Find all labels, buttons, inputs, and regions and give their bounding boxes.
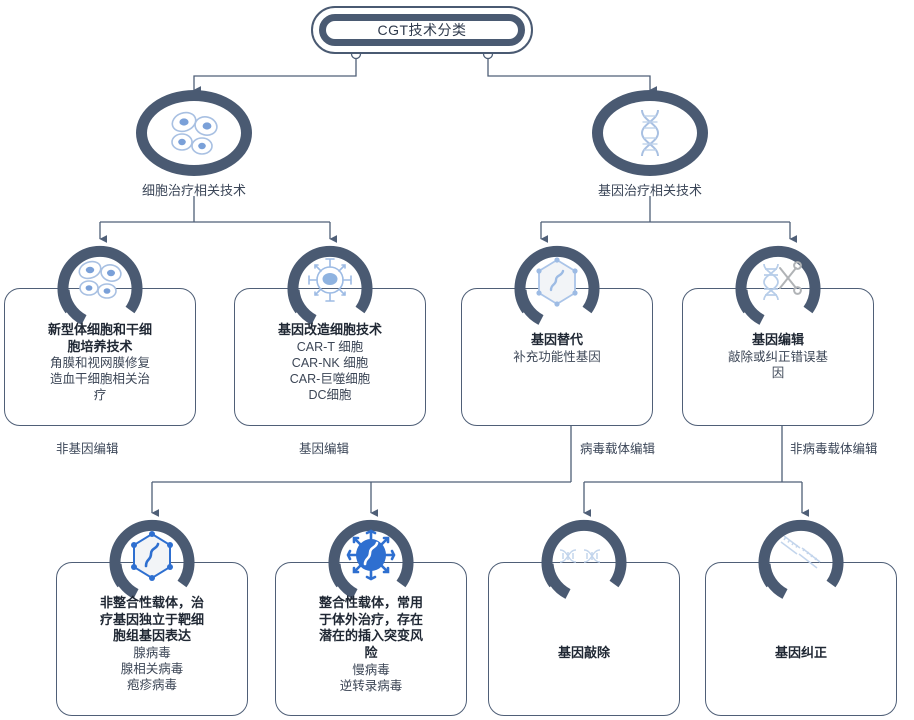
card-icon-badge (538, 514, 630, 606)
card-sub-line: 敲除或纠正错误基 (727, 349, 828, 364)
card-engineered-cell-tech[interactable] (234, 288, 426, 426)
card-icon-badge (325, 514, 417, 606)
card-sub-line: 逆转录病毒 (339, 678, 403, 693)
broken-ring-icon (287, 245, 373, 325)
edge-label-non-viral-vector: 非病毒载体编辑 (790, 442, 878, 456)
level1-label-gene: 基因治疗相关技术 (597, 183, 702, 198)
root-node-inner-border (319, 14, 525, 46)
card-icon-badge (54, 240, 146, 332)
level1-node-cell[interactable] (136, 90, 252, 176)
card-title-line: 险 (364, 644, 378, 660)
broken-ring-icon (541, 519, 627, 599)
card-title-line: 于体外治疗，存在 (318, 611, 423, 627)
level1-node-gene[interactable] (592, 90, 708, 176)
card-sub-line: 腺病毒 (133, 645, 171, 660)
card-title-line: 疗基因独立于靶细 (99, 611, 204, 627)
broken-ring-icon (57, 245, 143, 325)
card-sub-line: 角膜和视网膜修复 (49, 356, 150, 371)
card-title-line: 新型体细胞和干细 (47, 322, 152, 337)
card-somatic-stem-cell-culture[interactable] (4, 288, 196, 426)
hexagon-vector-blue-icon (131, 531, 173, 581)
dna-ladder-icon (780, 535, 821, 569)
edge-label-gene-editing: 基因编辑 (299, 442, 350, 456)
card-title-line: 非整合性载体，治 (99, 595, 204, 610)
card-title-line: 基因纠正 (774, 645, 827, 660)
card-integrating-vector[interactable] (275, 562, 467, 716)
edge-label-non-gene-editing: 非基因编辑 (56, 442, 119, 456)
card-sub-line: DC细胞 (308, 387, 352, 402)
card-icon-badge (732, 240, 824, 332)
broken-ring-icon (514, 245, 600, 325)
card-non-integrating-vector[interactable] (56, 562, 248, 716)
card-title-line: 潜在的插入突变风 (318, 628, 423, 644)
card-sub-line: 因 (771, 365, 785, 380)
card-sub-line: 疱疹病毒 (126, 677, 177, 692)
card-icon-badge (511, 240, 603, 332)
card-title-line: 整合性载体，常用 (318, 595, 423, 610)
virus-cell-spikes-icon (308, 258, 352, 302)
card-title-line: 基因改造细胞技术 (277, 322, 382, 337)
dna-strands-icon (559, 549, 601, 563)
card-sub-line: 腺相关病毒 (120, 661, 184, 676)
card-icon-badge (284, 240, 376, 332)
dna-scissors-icon (763, 261, 802, 301)
virus-solid-blue-icon (346, 529, 396, 581)
card-sub-line: 造血干细胞相关治 (49, 372, 150, 387)
card-gene-knockout[interactable] (488, 562, 680, 716)
card-title-line: 基因编辑 (751, 332, 804, 347)
cell-cluster-icon (78, 260, 122, 299)
broken-ring-icon (735, 245, 821, 325)
root-node-label: CGT技术分类 (377, 22, 467, 38)
hexagon-vector-icon (536, 257, 578, 307)
card-sub-line: 疗 (93, 388, 107, 403)
card-title-line: 基因敲除 (557, 645, 610, 660)
card-sub-line: 补充功能性基因 (513, 349, 601, 364)
cell-cluster-icon (171, 111, 218, 155)
card-sub-line: CAR-T 细胞 (296, 339, 364, 354)
oval-ring (136, 90, 252, 176)
broken-ring-icon (328, 519, 414, 599)
card-sub-line: CAR-NK 细胞 (291, 355, 369, 370)
broken-ring-icon (758, 519, 844, 599)
card-title-line: 胞组基因表达 (112, 628, 191, 644)
edge-label-viral-vector: 病毒载体编辑 (580, 442, 656, 456)
oval-ring (592, 90, 708, 176)
level1-label-cell: 细胞治疗相关技术 (141, 183, 246, 198)
card-title-line: 基因替代 (530, 332, 583, 347)
card-gene-replacement[interactable] (461, 288, 653, 426)
root-node[interactable] (311, 6, 533, 54)
broken-ring-icon (109, 519, 195, 599)
card-gene-correction[interactable] (705, 562, 897, 716)
card-sub-line: 慢病毒 (352, 662, 390, 677)
dna-helix-icon (640, 109, 660, 157)
card-icon-badge (106, 514, 198, 606)
card-title-line: 胞培养技术 (67, 338, 133, 354)
card-icon-badge (755, 514, 847, 606)
card-sub-line: CAR-巨噬细胞 (289, 371, 371, 386)
